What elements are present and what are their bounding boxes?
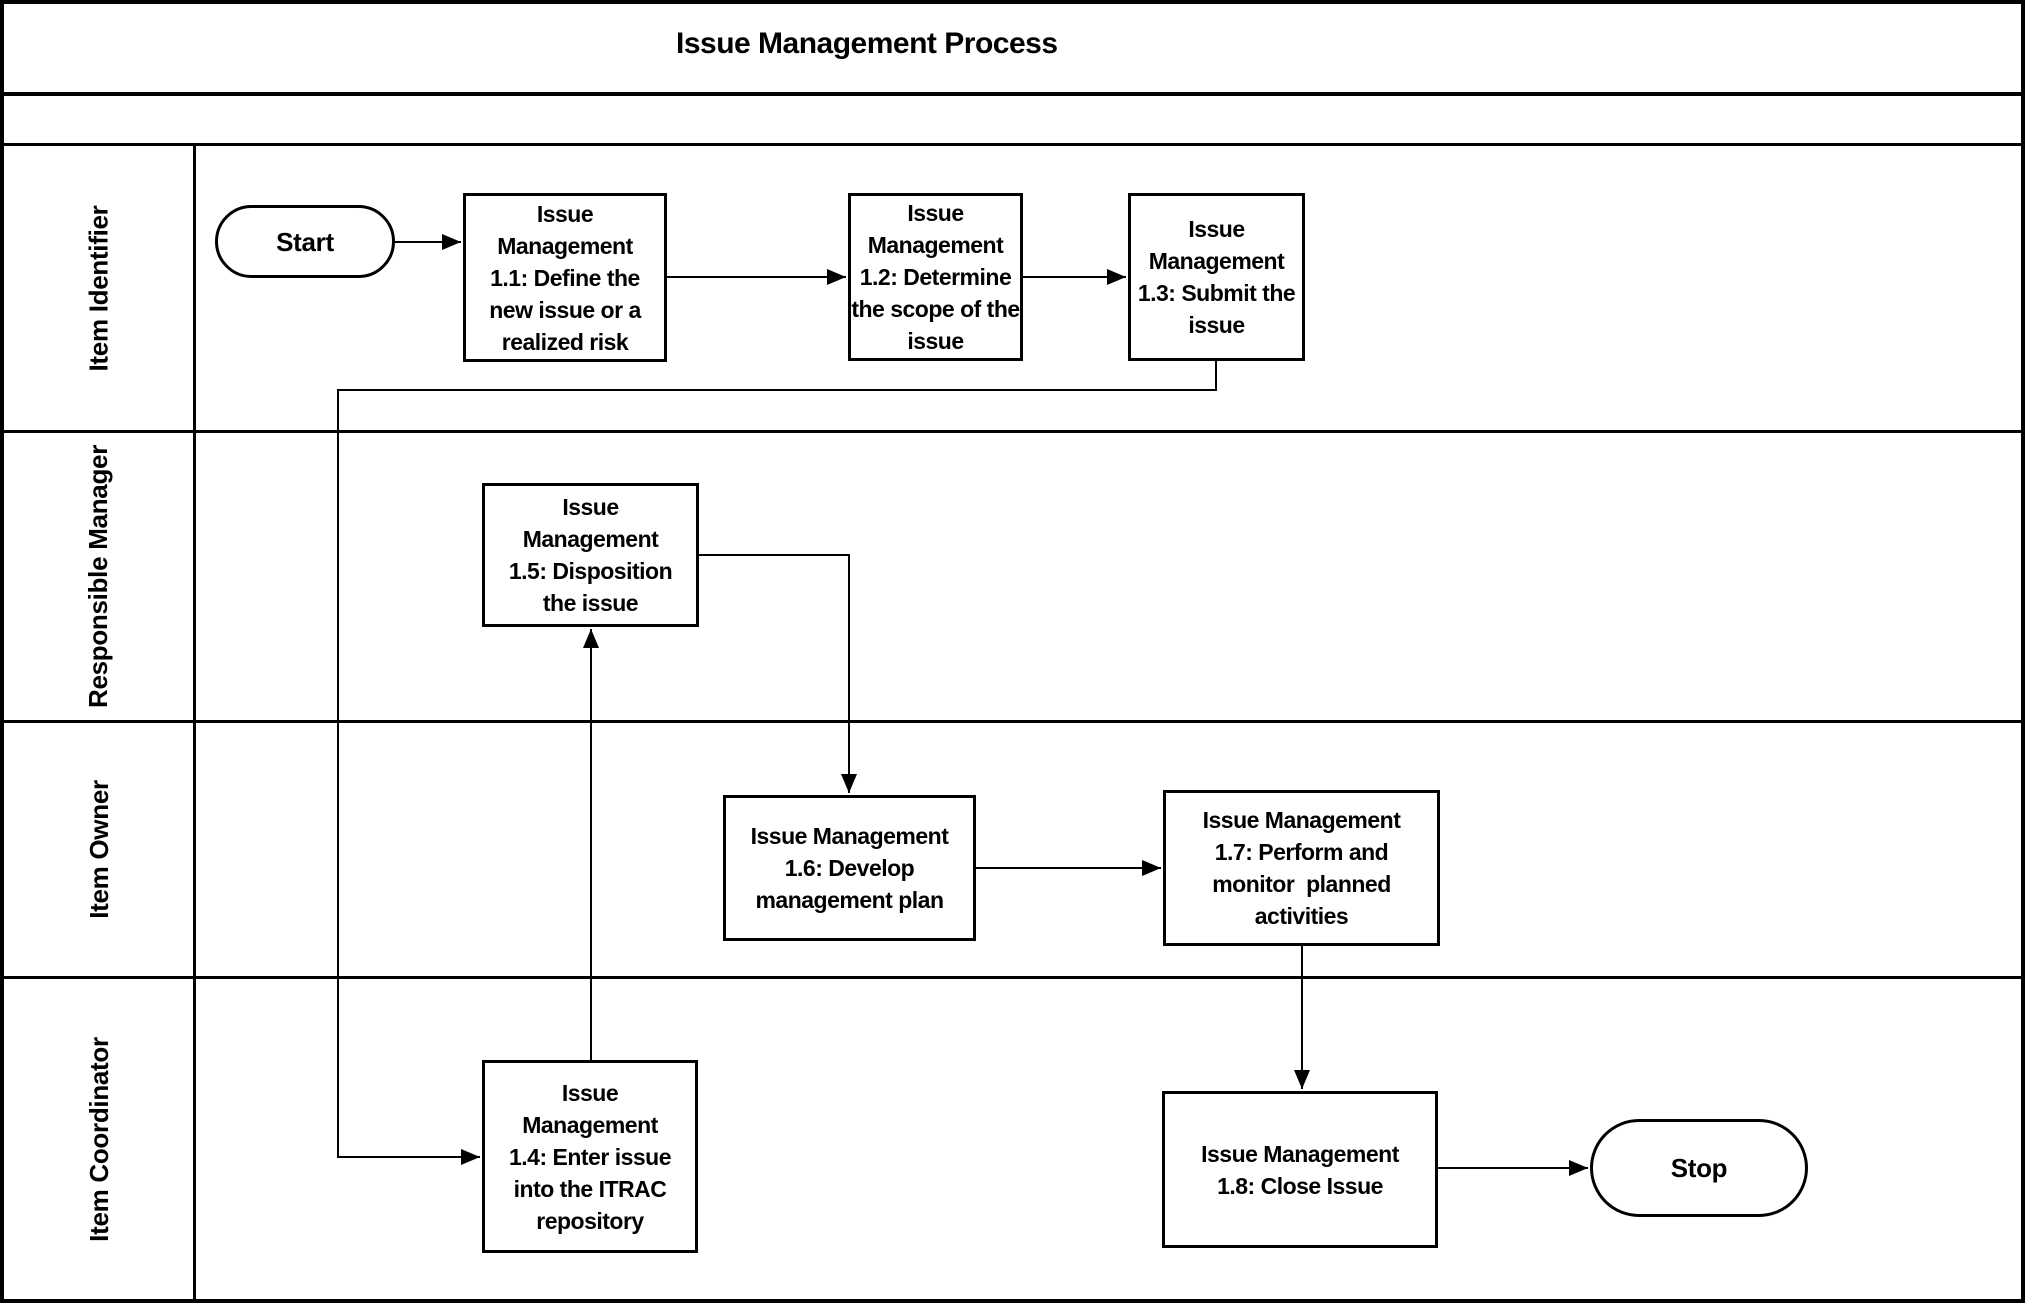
title-band: Issue Management Process	[0, 0, 2025, 96]
lane-label: Responsible Manager	[83, 444, 114, 709]
diagram-title: Issue Management Process	[676, 27, 1058, 60]
start-terminator: Start	[215, 205, 395, 278]
lane-label-cell: Item Owner	[4, 723, 194, 976]
lane-label-cell: Item Coordinator	[4, 979, 194, 1299]
step-1-3-box: Issue Management 1.3: Submit the issue	[1128, 193, 1305, 361]
step-1-6-box: Issue Management 1.6: Develop management…	[723, 795, 976, 941]
lane-label-cell: Item Identifier	[4, 146, 194, 430]
swimlane-item-owner: Item Owner	[0, 723, 2025, 979]
phase-band	[0, 96, 2025, 146]
lane-label-cell: Responsible Manager	[4, 433, 194, 720]
step-1-8-box: Issue Management 1.8: Close Issue	[1162, 1091, 1438, 1248]
step-1-5-box: Issue Management 1.5: Disposition the is…	[482, 483, 699, 627]
step-1-2-box: Issue Management 1.2: Determine the scop…	[848, 193, 1023, 361]
lane-label-divider	[193, 146, 196, 1299]
step-1-7-box: Issue Management 1.7: Perform and monito…	[1163, 790, 1440, 946]
lane-label: Item Identifier	[83, 205, 114, 371]
lane-label: Item Coordinator	[83, 1036, 114, 1242]
lane-label: Item Owner	[83, 780, 114, 919]
step-1-1-box: Issue Management 1.1: Define the new iss…	[463, 193, 667, 362]
step-1-4-box: Issue Management 1.4: Enter issue into t…	[482, 1060, 698, 1253]
stop-terminator: Stop	[1590, 1119, 1808, 1217]
swimlane-responsible-manager: Responsible Manager	[0, 433, 2025, 723]
